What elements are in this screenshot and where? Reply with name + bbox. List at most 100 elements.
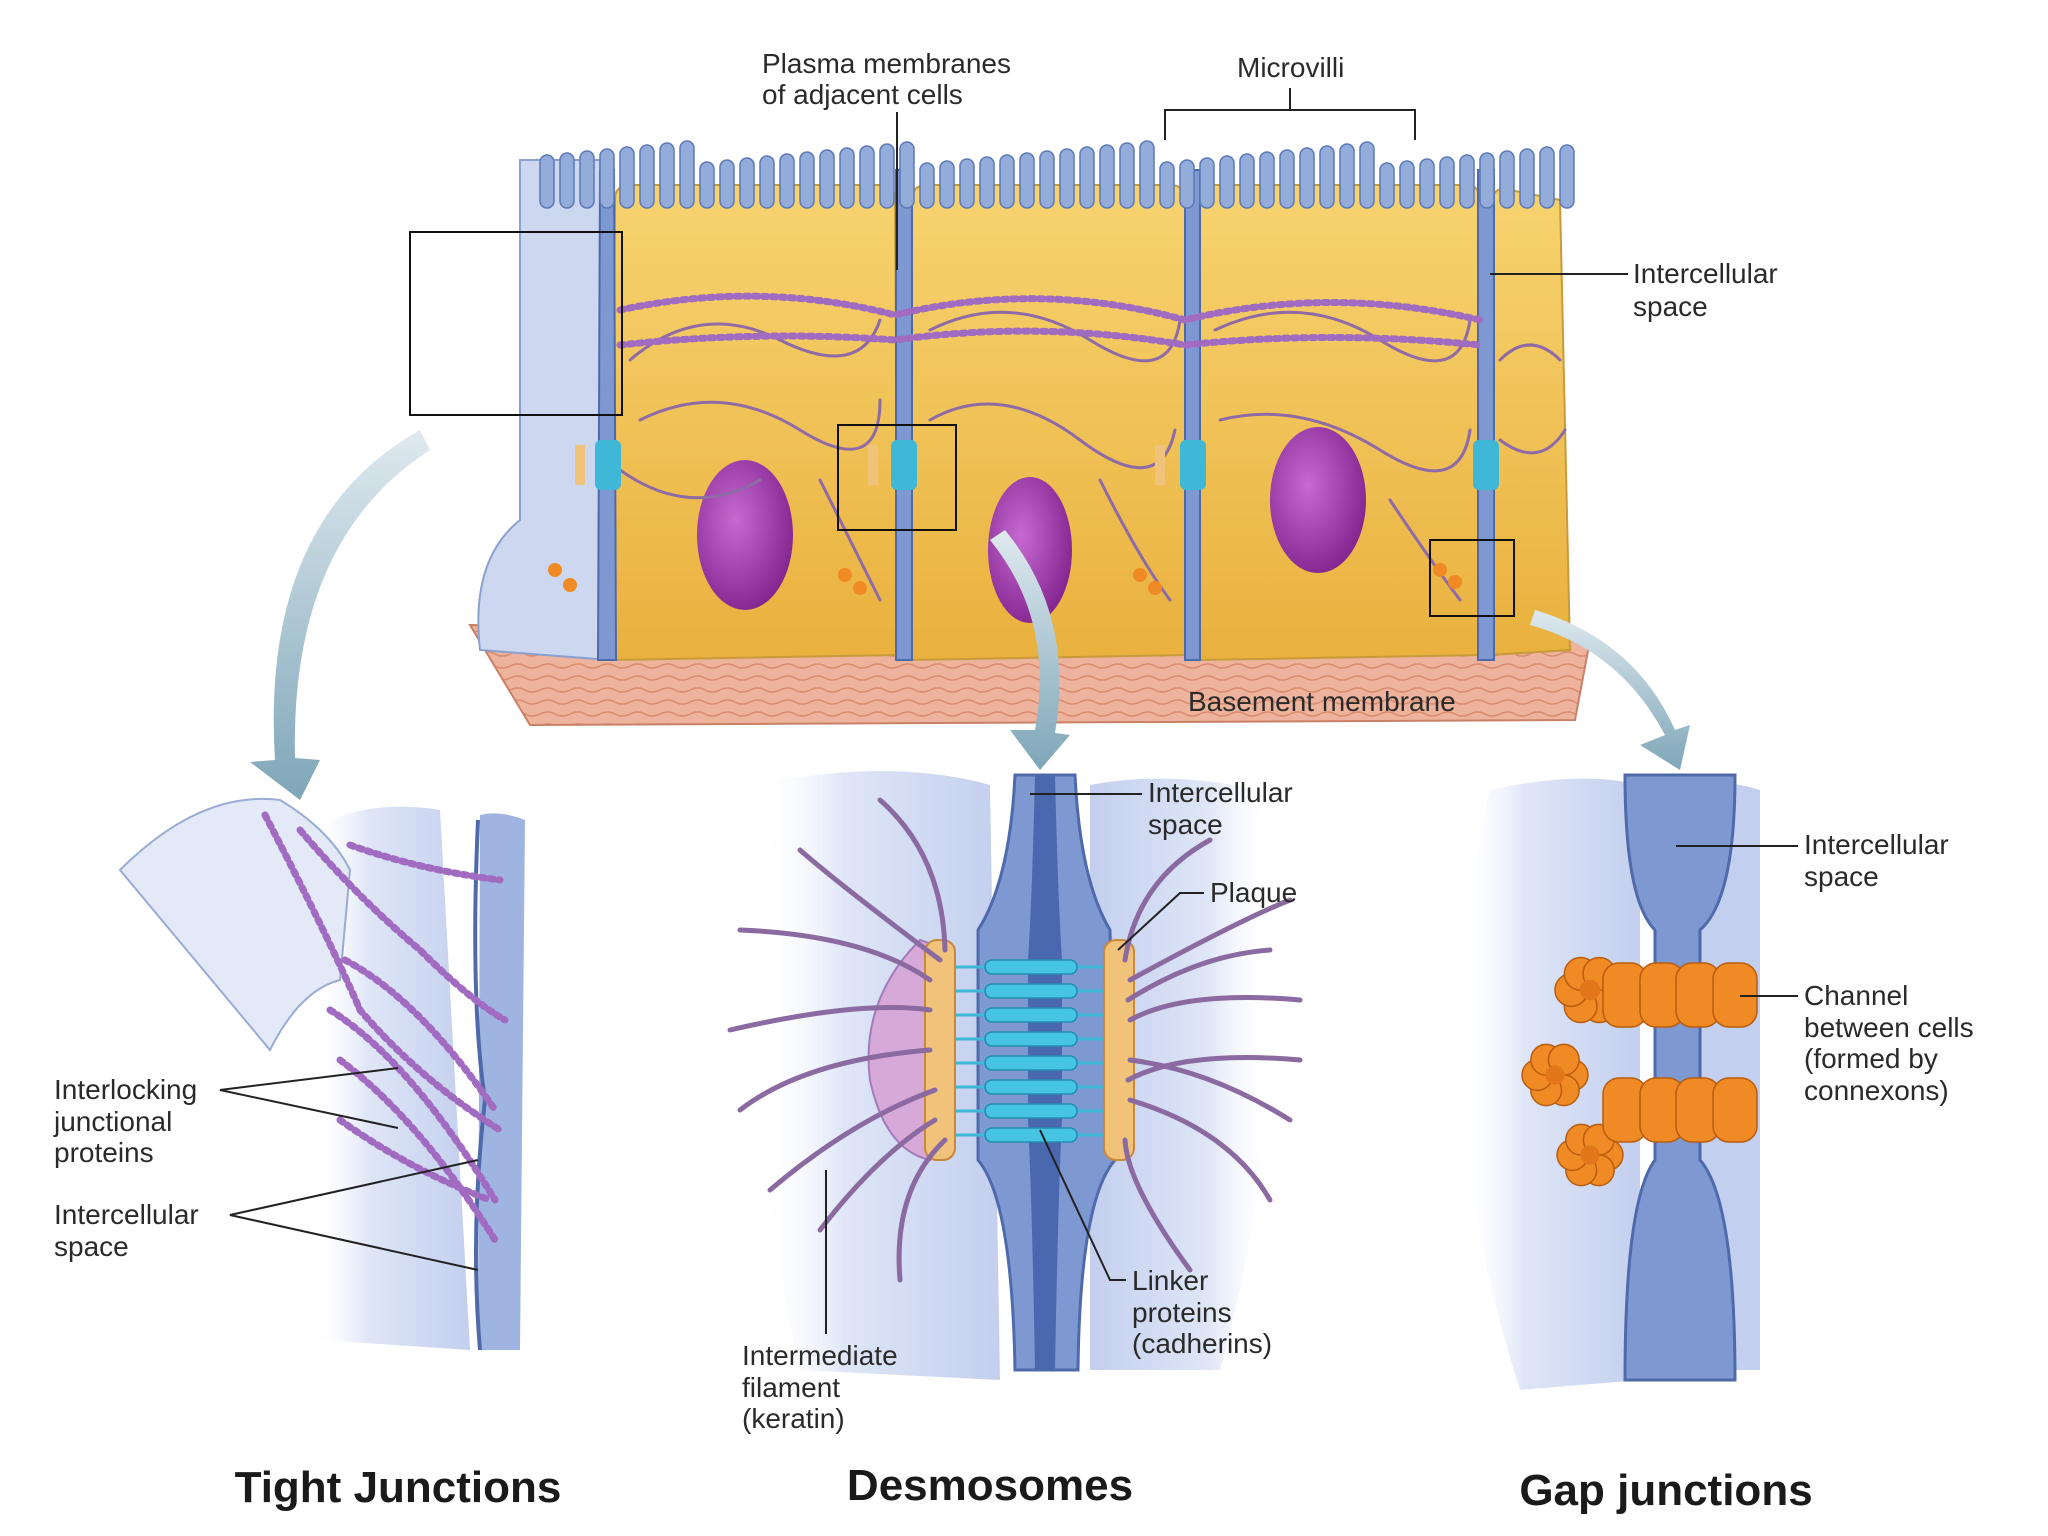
- desmosomes-title: Desmosomes: [847, 1461, 1133, 1510]
- label-connexons: connexons): [1804, 1075, 1949, 1106]
- connexon: [1521, 1043, 1589, 1107]
- arrow-to-tight: [250, 430, 430, 800]
- microvillus: [1059, 148, 1075, 209]
- label-linker: Linker: [1132, 1265, 1208, 1296]
- cadherin: [984, 1055, 1078, 1071]
- gap-junction-panel: [1461, 773, 1760, 1390]
- desmosome-panel: [727, 771, 1303, 1380]
- keratin-filament: [1122, 837, 1213, 963]
- tight-junctions-title: Tight Junctions: [235, 1463, 562, 1512]
- cell-3: [1196, 184, 1484, 662]
- gap-intercellular-space: [1623, 773, 1737, 1382]
- epithelial-tissue-block: [409, 140, 1592, 727]
- label-linker-proteins: proteins: [1132, 1297, 1232, 1328]
- microvillus: [919, 162, 935, 209]
- microvillus: [579, 150, 595, 209]
- microvillus: [819, 149, 835, 209]
- keratin-filament: [1127, 1057, 1293, 1123]
- microvillus: [1099, 144, 1115, 209]
- cut-cell-membrane: [477, 159, 612, 662]
- intermediate-filaments: [727, 797, 1303, 1283]
- microvillus: [1219, 155, 1235, 209]
- microvillus: [1559, 144, 1575, 209]
- microvillus: [619, 146, 635, 209]
- desmosome-zoom-box: [837, 424, 957, 531]
- microvillus: [799, 151, 815, 209]
- microvillus: [999, 154, 1015, 209]
- keratin-filament: [1122, 1137, 1193, 1273]
- label-filament: filament: [742, 1372, 840, 1403]
- keratin-filament: [737, 1047, 933, 1113]
- keratin-filament: [1127, 995, 1303, 1023]
- microvillus: [1479, 152, 1495, 209]
- keratin-filament: [817, 1117, 938, 1233]
- microvillus: [839, 147, 855, 209]
- microvillus: [1019, 152, 1035, 209]
- label-plaque: Plaque: [1210, 877, 1297, 908]
- label-channel: Channel: [1804, 980, 1908, 1011]
- microvillus: [959, 158, 975, 209]
- keratin-filament: [1127, 1097, 1273, 1203]
- cadherin: [984, 959, 1078, 975]
- microvillus: [1319, 145, 1335, 209]
- microvillus: [739, 157, 755, 209]
- label-intercellular-tight: Intercellular: [54, 1199, 199, 1230]
- microvillus: [1159, 161, 1175, 209]
- tight-membrane-left: [312, 806, 470, 1350]
- zoom-boxes: [409, 231, 1515, 617]
- microvillus: [879, 143, 895, 209]
- microvillus: [1139, 140, 1155, 209]
- tight-junction-strands: [261, 811, 509, 1244]
- microvillus: [1079, 146, 1095, 209]
- cell-4: [1488, 187, 1572, 657]
- desmo-vesicle: [867, 938, 937, 1162]
- junctions-in-block: [548, 440, 1499, 595]
- tight-membrane-right: [478, 813, 525, 1350]
- cadherin: [984, 1031, 1078, 1047]
- label-cadherins: (cadherins): [1132, 1328, 1272, 1359]
- microvillus: [599, 148, 615, 209]
- label-space-desmo: space: [1148, 809, 1223, 840]
- microvillus: [1339, 143, 1355, 209]
- label-intercellular-desmo: Intercellular: [1148, 777, 1293, 808]
- microvillus: [759, 155, 775, 209]
- cadherin: [984, 983, 1078, 999]
- label-intermediate: Intermediate: [742, 1340, 898, 1371]
- label-basement-membrane: Basement membrane: [1188, 686, 1456, 717]
- nucleus-2: [988, 477, 1072, 623]
- microvilli: [539, 140, 1575, 209]
- microvillus: [659, 142, 675, 209]
- keratin-filament: [1125, 1055, 1303, 1083]
- gap-channel: [1602, 1077, 1758, 1143]
- keratin-filament: [797, 847, 943, 963]
- label-keratin: (keratin): [742, 1403, 845, 1434]
- label-formed-by: (formed by: [1804, 1043, 1938, 1074]
- arrow-to-desmosome: [990, 530, 1070, 770]
- keratin-filament: [1125, 947, 1273, 1003]
- microvillus: [719, 159, 735, 209]
- keratin-filament: [877, 797, 948, 953]
- label-space-top: space: [1633, 291, 1708, 322]
- microvillus: [1119, 142, 1135, 209]
- label-proteins: proteins: [54, 1137, 154, 1168]
- cadherin: [984, 1079, 1078, 1095]
- microvillus: [939, 160, 955, 209]
- microvillus: [1539, 146, 1555, 209]
- microvillus: [1039, 150, 1055, 209]
- nuclei: [697, 427, 1366, 623]
- label-microvilli: Microvilli: [1237, 52, 1344, 83]
- nucleus-3: [1270, 427, 1366, 573]
- microvillus: [1179, 159, 1195, 209]
- label-space-tight: space: [54, 1231, 129, 1262]
- arrow-to-gap: [1530, 610, 1690, 770]
- label-space-gap: space: [1804, 861, 1879, 892]
- label-junctional: junctional: [53, 1106, 172, 1137]
- tight-junction-zoom-box: [409, 231, 623, 416]
- linker-proteins: [955, 959, 1104, 1143]
- microvillus: [699, 161, 715, 209]
- label-adjacent-cells: of adjacent cells: [762, 79, 963, 110]
- microvillus: [859, 145, 875, 209]
- cadherin: [984, 1127, 1078, 1143]
- microvillus: [899, 141, 915, 209]
- label-between-cells: between cells: [1804, 1012, 1974, 1043]
